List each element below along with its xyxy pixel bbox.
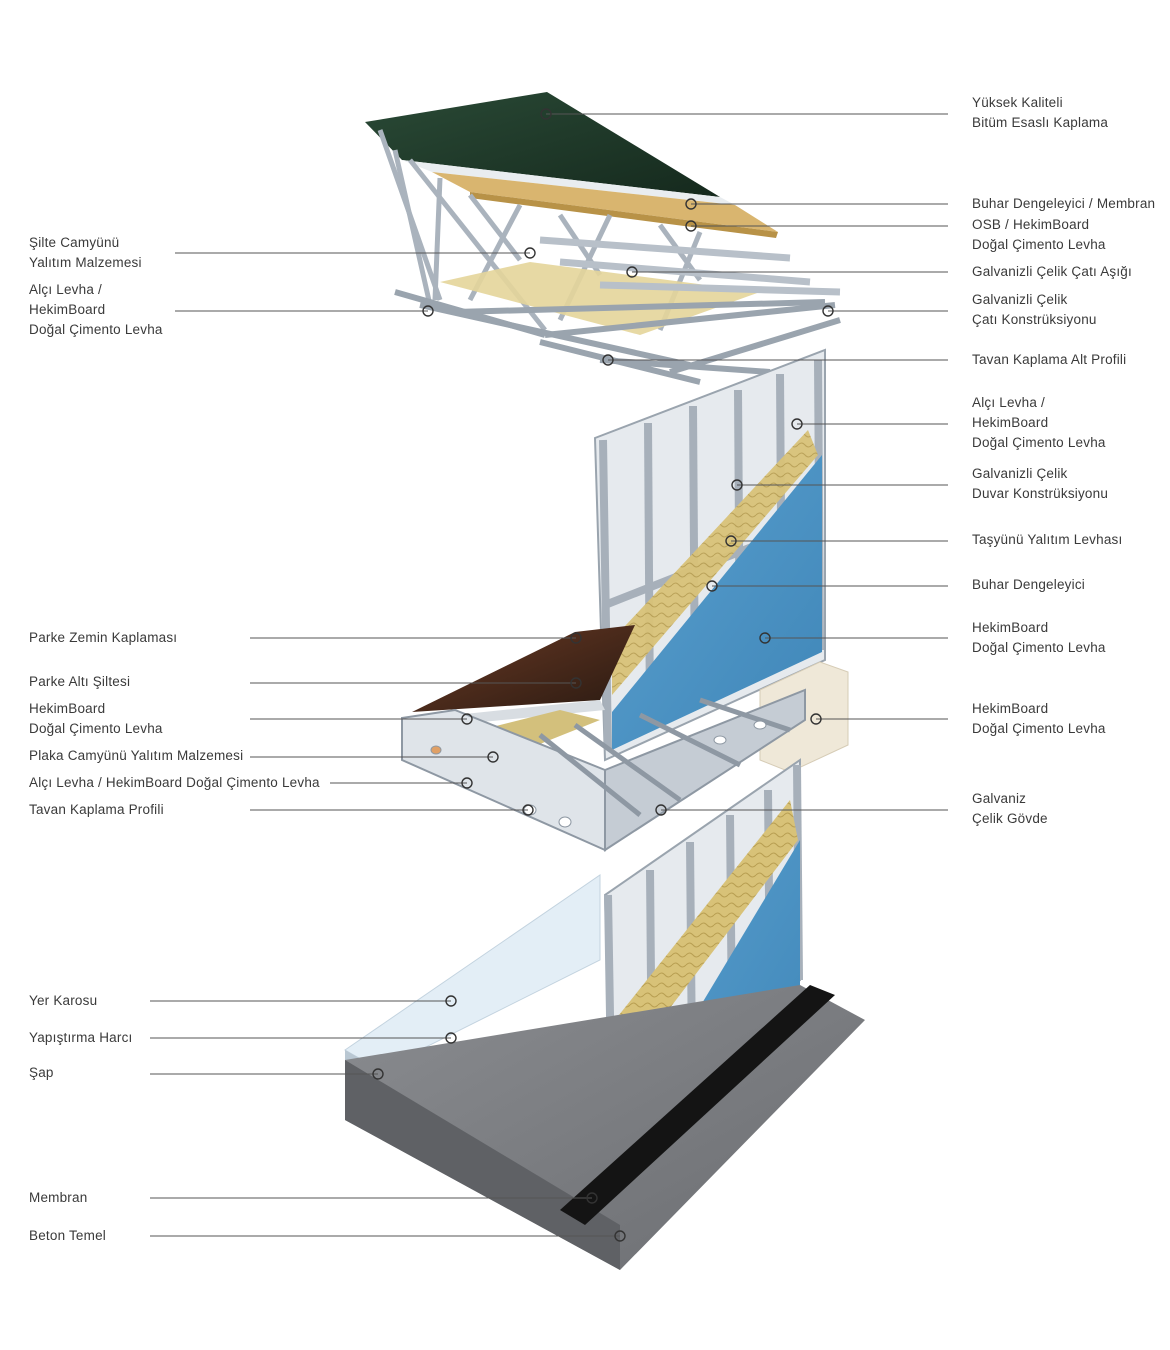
foundation-module — [345, 985, 865, 1270]
bitumen-roof-covering — [365, 92, 720, 197]
label-hekimboard-floor: HekimBoard Doğal Çimento Levha — [29, 701, 163, 736]
label-hekimboard-wall: HekimBoard Doğal Çimento Levha — [972, 620, 1106, 655]
hekimboard-wall-panel — [612, 455, 822, 750]
floor-joists — [538, 697, 791, 817]
label-parke-alti: Parke Altı Şiltesi — [29, 674, 131, 689]
label-sil-cam-yunu: Şilte Camyünü Yalıtım Malzemesi — [29, 235, 142, 270]
label-tasyunu: Taşyünü Yalıtım Levhası — [972, 532, 1123, 547]
leader-markers — [372, 108, 834, 1242]
label-membran: Membran — [29, 1190, 88, 1205]
label-tavan-kaplama-profili: Tavan Kaplama Profili — [29, 802, 164, 817]
label-cati-asigi: Galvanizli Çelik Çatı Aşığı — [972, 264, 1132, 279]
label-hekimboard-side: HekimBoard Doğal Çimento Levha — [972, 701, 1106, 736]
label-buhar-dengeleyici: Buhar Dengeleyici — [972, 577, 1085, 592]
leader-lines — [150, 113, 948, 1237]
floor-module — [401, 625, 806, 852]
label-alci-levha-top: Alçı Levha / HekimBoard Doğal Çimento Le… — [29, 282, 163, 337]
label-buhar-membran: Buhar Dengeleyici / Membran — [972, 196, 1156, 211]
parquet-floor — [412, 625, 635, 712]
upper-wall-module — [593, 348, 826, 762]
floor-steel-body — [401, 708, 606, 852]
label-yer-karosu: Yer Karosu — [29, 993, 98, 1008]
waterproof-membrane — [560, 985, 835, 1225]
label-alci-wall: Alçı Levha / HekimBoard Doğal Çimento Le… — [972, 395, 1106, 450]
label-duvar-konstruksiyonu: Galvanizli Çelik Duvar Konstrüksiyonu — [972, 466, 1109, 501]
label-sap: Şap — [29, 1065, 54, 1080]
label-parke-zemin: Parke Zemin Kaplaması — [29, 630, 178, 645]
label-alci-floor: Alçı Levha / HekimBoard Doğal Çimento Le… — [29, 775, 320, 790]
label-galvaniz-govde: Galvaniz Çelik Gövde — [972, 791, 1048, 826]
label-tavan-alt-profili: Tavan Kaplama Alt Profili — [972, 352, 1127, 367]
label-yapistirma-harci: Yapıştırma Harcı — [29, 1030, 133, 1045]
label-osb: OSB / HekimBoard Doğal Çimento Levha — [972, 217, 1106, 252]
label-plaka-camyunu: Plaka Camyünü Yalıtım Malzemesi — [29, 748, 244, 763]
rock-wool-insulation — [612, 430, 818, 695]
label-beton-temel: Beton Temel — [29, 1228, 106, 1243]
glass-wool-blanket — [440, 262, 760, 335]
roof-module — [365, 92, 841, 385]
osb-board — [432, 172, 778, 232]
label-bitum: Yüksek Kaliteli Bitüm Esaslı Kaplama — [972, 95, 1109, 130]
ceiling-frame — [394, 289, 841, 385]
label-cati-konstruksiyonu: Galvanizli Çelik Çatı Konstrüksiyonu — [972, 292, 1097, 327]
